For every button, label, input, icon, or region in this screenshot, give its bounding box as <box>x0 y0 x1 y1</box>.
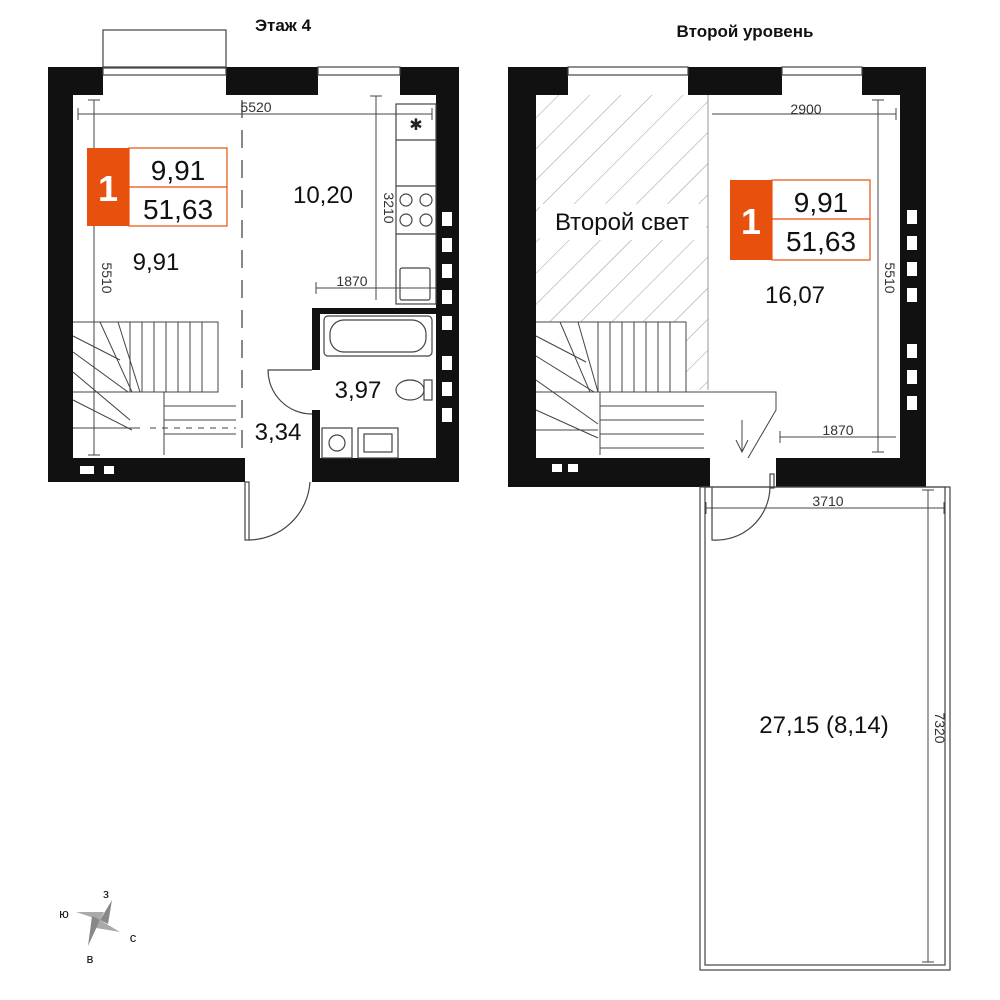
wall-segment <box>508 67 536 487</box>
badge-accent <box>730 180 772 260</box>
room-label-second-light: Второй свет <box>555 209 689 236</box>
floor-title-right: Второй уровень <box>677 22 814 41</box>
badge-frame <box>771 179 871 261</box>
apartment-badge-right: 1 9,91 51,63 <box>730 179 871 261</box>
wall-segment <box>48 458 245 482</box>
bathroom-wall <box>312 308 436 314</box>
badge-accent <box>87 148 129 226</box>
bathroom-wall <box>312 308 320 370</box>
stove-burner-icon <box>399 193 413 207</box>
door <box>267 369 313 415</box>
second-light-area <box>536 95 708 390</box>
dimension-left-height: 5510 <box>99 262 115 293</box>
floor-title-left: Этаж 4 <box>255 16 312 35</box>
wall-segment <box>312 458 459 482</box>
badge-living-area: 9,91 <box>151 155 206 186</box>
compass-east: с <box>130 930 137 945</box>
toilet-icon <box>395 379 425 401</box>
badge-total-area: 51,63 <box>786 226 856 257</box>
kitchen-sink-icon <box>399 267 431 301</box>
badge-room-count: 1 <box>98 168 118 209</box>
wall-segment <box>508 458 710 487</box>
badge-total-area: 51,63 <box>143 194 213 225</box>
window <box>781 66 863 76</box>
apartment-badge-left: 1 9,91 51,63 <box>87 147 228 227</box>
svg-text:✱: ✱ <box>409 117 422 134</box>
room-area-upper: 16,07 <box>765 282 825 309</box>
window <box>317 66 401 76</box>
stove-burner-icon <box>419 193 433 207</box>
dimension-terrace-length: 7320 <box>932 712 948 743</box>
basin-icon <box>357 427 399 459</box>
washing-machine-icon <box>321 427 353 459</box>
dimension-right-lower-width: 1870 <box>822 422 853 438</box>
compass-west: ю <box>59 906 69 921</box>
wall-segment <box>900 67 926 487</box>
terrace-door <box>711 486 771 541</box>
compass-north: з <box>103 886 109 901</box>
stove-burner-icon <box>419 213 433 227</box>
right-floor: 2900 5510 1870 3710 7320 Второй свет 16,… <box>508 66 951 971</box>
dimension-kitchen-width: 1870 <box>336 273 367 289</box>
wall-segment <box>48 67 73 482</box>
left-balcony <box>102 29 227 69</box>
compass-south: в <box>87 951 94 966</box>
dimension-terrace-width: 3710 <box>812 493 843 509</box>
room-area-living: 9,91 <box>133 249 180 276</box>
dimension-left-width: 5520 <box>240 99 271 115</box>
staircase-upper <box>535 321 777 459</box>
compass-needle-icon <box>100 900 112 924</box>
compass: з ю с в <box>59 886 137 966</box>
dimension-kitchen-depth: 3210 <box>381 192 397 223</box>
wall-segment <box>226 67 318 95</box>
left-floor: ✱ <box>48 29 459 541</box>
stove-burner-icon <box>399 213 413 227</box>
room-area-kitchen: 10,20 <box>293 182 353 209</box>
wall-segment <box>688 67 782 95</box>
room-area-hall: 3,34 <box>255 419 302 446</box>
room-area-bathroom: 3,97 <box>335 377 382 404</box>
room-area-terrace: 27,15 (8,14) <box>759 712 888 739</box>
entrance-door <box>248 481 311 541</box>
dimension-right-width: 2900 <box>790 101 821 117</box>
badge-living-area: 9,91 <box>794 187 849 218</box>
window <box>102 66 227 76</box>
bathtub-icon <box>323 315 433 357</box>
badge-room-count: 1 <box>741 201 761 242</box>
kitchen-counter <box>395 103 437 305</box>
window <box>567 66 689 76</box>
dimension-right-height: 5510 <box>882 262 898 293</box>
staircase <box>72 321 236 455</box>
bathroom-wall <box>312 410 320 462</box>
wall-segment <box>776 458 926 487</box>
